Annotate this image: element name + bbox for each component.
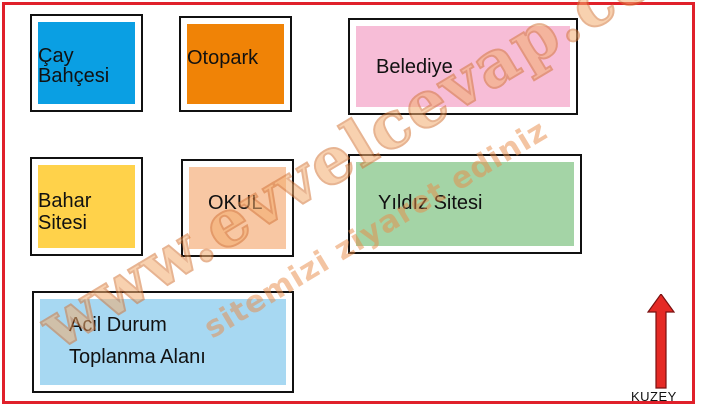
acil-durum-fill: [40, 299, 286, 385]
bahar-sitesi-fill: [38, 165, 135, 248]
cay-bahcesi-block: Çay Bahçesi: [30, 14, 143, 112]
bahar-sitesi-label-line-2: Sitesi: [38, 212, 87, 234]
okul-label: OKUL: [208, 192, 263, 214]
map-border: [2, 2, 695, 404]
bahar-sitesi-block: Bahar Sitesi: [30, 157, 143, 256]
belediye-label: Belediye: [376, 56, 453, 78]
okul-fill: [189, 167, 286, 249]
belediye-fill: [356, 26, 570, 107]
yildiz-sitesi-label: Yıldız Sitesi: [378, 192, 483, 214]
acil-durum-label-line-1: Acil Durum: [69, 314, 167, 336]
otopark-fill: [187, 24, 284, 104]
cay-bahcesi-fill: [38, 22, 135, 104]
compass-label: KUZEY: [631, 389, 677, 404]
otopark-block: Otopark: [179, 16, 292, 112]
north-arrow-icon: [646, 294, 676, 389]
okul-block: OKUL: [181, 159, 294, 257]
acil-durum-label-line-2: Toplanma Alanı: [69, 346, 206, 368]
yildiz-sitesi-block: Yıldız Sitesi: [348, 154, 582, 254]
otopark-label: Otopark: [187, 47, 259, 69]
acil-durum-block: Acil Durum Toplanma Alanı: [32, 291, 294, 393]
bahar-sitesi-label-line-1: Bahar: [38, 190, 92, 212]
yildiz-sitesi-fill: [356, 162, 574, 246]
north-arrow-shape: [646, 294, 676, 389]
cay-bahcesi-label-line-2: Bahçesi: [38, 65, 110, 87]
cay-bahcesi-label-line-1: Çay: [38, 45, 74, 67]
belediye-block: Belediye: [348, 18, 578, 115]
